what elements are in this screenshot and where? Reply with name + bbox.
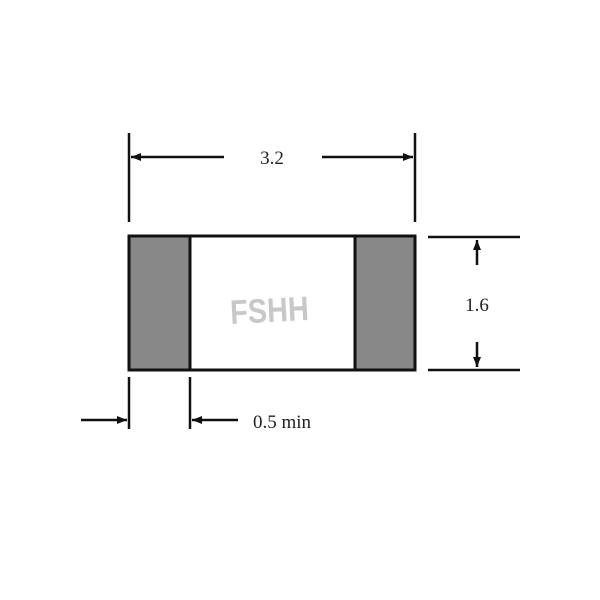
width-dimension: 1.6 [428, 235, 520, 372]
right-terminal [355, 236, 415, 370]
left-terminal [129, 236, 190, 370]
component-outline [127, 234, 417, 372]
length-label: 3.2 [260, 148, 284, 169]
length-dimension: 3.2 [127, 133, 417, 222]
chip-component: FSHH [127, 234, 417, 372]
width-label: 1.6 [465, 295, 489, 316]
terminal-label: 0.5 min [253, 412, 312, 433]
terminal-dimension: 0.5 min [81, 377, 312, 433]
watermark: FSHH [229, 289, 310, 332]
